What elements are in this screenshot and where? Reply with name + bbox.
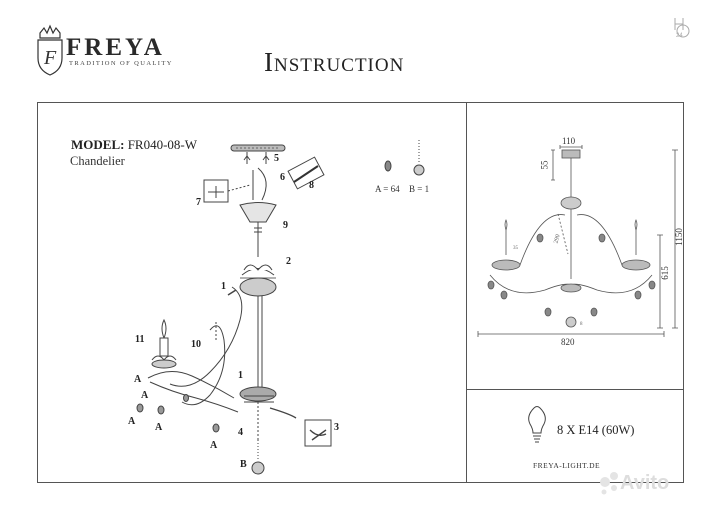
horizontal-divider bbox=[467, 389, 683, 390]
callout-a-1: A bbox=[134, 374, 142, 385]
avito-watermark: Avito bbox=[620, 472, 670, 494]
product-type: Chandelier bbox=[70, 154, 125, 168]
instruction-frame bbox=[37, 102, 684, 483]
dim-total-height: 1150 bbox=[673, 228, 684, 246]
model-line: MODEL: FR040-08-W bbox=[71, 137, 197, 153]
brand-tagline: TRADITION OF QUALITY bbox=[69, 60, 173, 67]
part-b-count: B = 1 bbox=[409, 184, 430, 194]
callout-9: 9 bbox=[283, 220, 288, 231]
callout-b: B bbox=[240, 459, 247, 470]
svg-text:F: F bbox=[43, 47, 57, 69]
dim-width: 820 bbox=[561, 337, 575, 347]
bulb-icon bbox=[528, 406, 546, 443]
callout-1-upper: 1 bbox=[221, 281, 226, 292]
callout-5: 5 bbox=[274, 153, 279, 164]
callout-7: 7 bbox=[196, 197, 201, 208]
dim-body-height: 615 bbox=[659, 266, 670, 280]
model-code: FR040-08-W bbox=[127, 137, 198, 152]
callout-a-3: A bbox=[128, 416, 136, 427]
dim-small-a: 35 bbox=[513, 246, 518, 251]
bulb-spec: 8 X E14 (60W) bbox=[557, 423, 635, 437]
avito-watermark-icon bbox=[600, 472, 618, 495]
corner-logo-icon bbox=[674, 18, 690, 38]
callout-8: 8 bbox=[309, 180, 314, 191]
callout-6: 6 bbox=[280, 172, 285, 183]
dim-top-width: 110 bbox=[562, 136, 576, 146]
brand-name: FREYA bbox=[66, 34, 165, 61]
callout-a-2: A bbox=[141, 390, 149, 401]
model-label: MODEL: bbox=[71, 137, 125, 152]
vertical-divider bbox=[466, 103, 467, 482]
callout-a-5: A bbox=[210, 440, 218, 451]
crystal-drops-a bbox=[136, 394, 220, 433]
page-title: Instruction bbox=[264, 47, 405, 77]
freya-logo-icon: F bbox=[37, 24, 63, 76]
corner-mark-text: 24 bbox=[676, 33, 683, 39]
dim-small-b: 8 bbox=[580, 322, 583, 327]
callout-4: 4 bbox=[238, 427, 243, 438]
callout-a-4: A bbox=[155, 422, 163, 433]
site-url: FREYA-LIGHT.DE bbox=[533, 461, 601, 470]
dimension-drawing bbox=[477, 145, 678, 337]
dim-top-height: 55 bbox=[539, 160, 550, 170]
part-a-count: A = 64 bbox=[375, 184, 400, 194]
assembly-diagram bbox=[136, 140, 425, 475]
callout-10: 10 bbox=[191, 339, 201, 350]
callout-1-lower: 1 bbox=[238, 370, 243, 381]
callout-2: 2 bbox=[286, 256, 291, 267]
callout-3: 3 bbox=[334, 422, 339, 433]
callout-11: 11 bbox=[135, 334, 145, 345]
crystal-b bbox=[251, 440, 265, 475]
